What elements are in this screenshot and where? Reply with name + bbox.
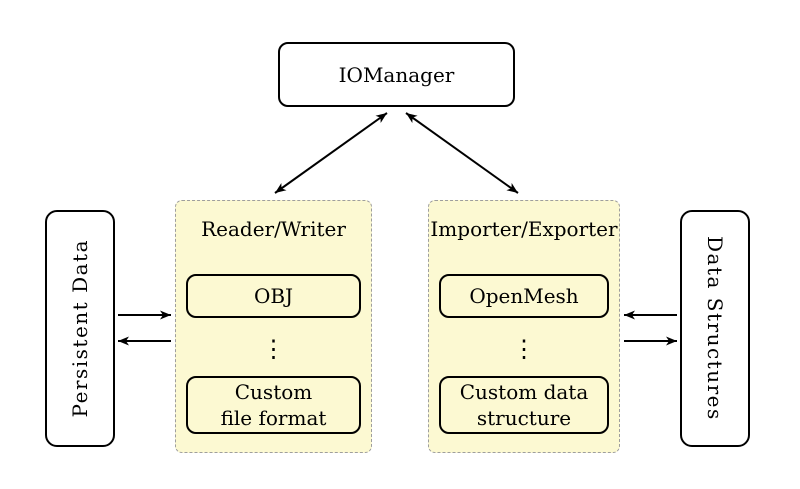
- node-custom-data-structure: Custom data structure: [439, 376, 609, 434]
- node-persistent-data: Persistent Data: [45, 210, 115, 447]
- node-data-structures: Data Structures: [680, 210, 750, 447]
- persistent-data-label: Persistent Data: [68, 239, 92, 418]
- group-importer-exporter: Importer/Exporter OpenMesh ⋮ Custom data…: [428, 200, 620, 453]
- obj-label: OBJ: [253, 284, 294, 308]
- custom-data-structure-line1: Custom data: [459, 380, 589, 404]
- arrow-iomanager-reader-writer: [274, 112, 388, 194]
- arrow-iomanager-importer-exporter: [405, 112, 519, 194]
- data-structures-label: Data Structures: [703, 236, 727, 421]
- importer-exporter-title: Importer/Exporter: [430, 217, 618, 241]
- custom-file-format-line2: file format: [220, 406, 327, 430]
- reader-writer-ellipsis: ⋮: [261, 335, 286, 363]
- node-iomanager: IOManager: [278, 42, 515, 107]
- openmesh-label: OpenMesh: [469, 284, 579, 308]
- importer-exporter-ellipsis: ⋮: [512, 335, 536, 363]
- iomanager-label: IOManager: [338, 62, 455, 87]
- node-openmesh: OpenMesh: [439, 274, 609, 318]
- custom-file-format-line1: Custom: [234, 380, 313, 404]
- reader-writer-title: Reader/Writer: [201, 217, 346, 241]
- custom-data-structure-line2: structure: [476, 406, 572, 430]
- node-obj: OBJ: [186, 274, 361, 318]
- group-reader-writer: Reader/Writer OBJ ⋮ Custom file format: [175, 200, 372, 453]
- node-custom-file-format: Custom file format: [186, 376, 361, 434]
